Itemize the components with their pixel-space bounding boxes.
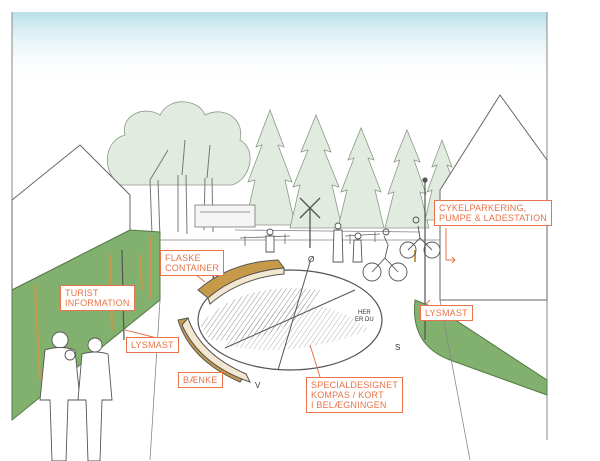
label-cykelparkering: CYKELPARKERING, PUMPE & LADESTATION xyxy=(434,200,552,226)
background-benches xyxy=(239,232,381,246)
svg-text:Ø: Ø xyxy=(308,255,314,264)
tree-group xyxy=(106,101,460,229)
label-flaske-container: FLASKE CONTAINER xyxy=(160,250,225,276)
label-her-er-du: HER ER DU xyxy=(355,310,374,323)
bench-bottom xyxy=(177,317,251,383)
people-foreground xyxy=(39,331,113,461)
compass-plaza xyxy=(197,261,383,371)
label-specialdesignet: SPECIALDESIGNET KOMPAS / KORT I BELÆGNIN… xyxy=(306,377,404,413)
right-building xyxy=(439,94,548,301)
crossing-sign-icon xyxy=(299,197,321,248)
left-building xyxy=(11,144,131,291)
cyclists xyxy=(362,216,441,282)
people-background xyxy=(265,222,363,263)
pole-marker xyxy=(139,254,143,291)
svg-text:S: S xyxy=(395,343,400,352)
tree-trunks xyxy=(149,139,214,239)
label-lysmast-left: LYSMAST xyxy=(126,337,179,353)
svg-text:V: V xyxy=(255,381,261,390)
label-turist-information: TURIST INFORMATION xyxy=(60,285,135,311)
sky xyxy=(12,12,547,82)
background-bus xyxy=(194,204,256,228)
label-lysmast-right: LYSMAST xyxy=(420,305,473,321)
right-green-area xyxy=(413,299,548,396)
label-baenke: BÆNKE xyxy=(178,372,223,388)
